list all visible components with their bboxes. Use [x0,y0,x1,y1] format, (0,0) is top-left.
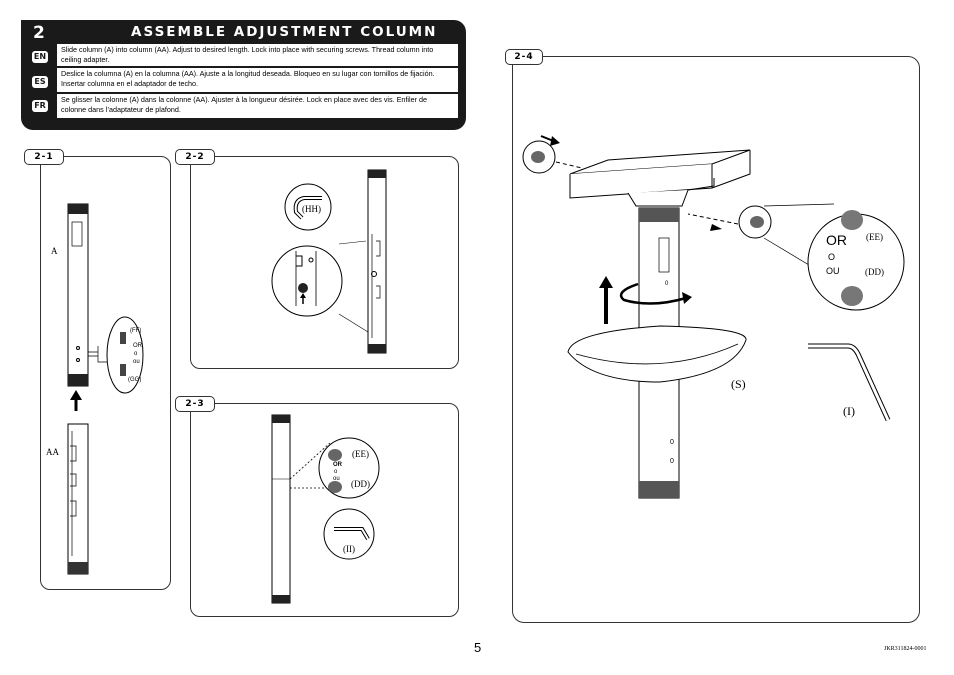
instruction-fr: Se glisser la colonne (A) dans la colonn… [57,94,458,118]
lang-badge-fr: FR [32,100,48,112]
column-a-aa-illustration [67,203,144,575]
label-or: OR [333,462,342,468]
step-title: ASSEMBLE ADJUSTMENT COLUMN [131,24,438,40]
label-ou: OU [826,266,840,276]
label-ee: (EE) [866,232,883,242]
label-ff: (FF) [130,328,142,334]
column-lock-illustration [271,169,387,354]
lang-badge-es: ES [32,76,48,88]
ceiling-adapter-illustration [522,135,905,499]
label-o: o [134,351,138,357]
label-i: (I) [843,404,855,418]
label-o: O [828,252,836,262]
label-o: o [334,469,338,475]
label-column-a: A [51,246,58,256]
label-ou: ou [333,476,340,482]
screws-wrench-illustration [271,414,380,604]
document-code: JKR311824-0001 [884,646,927,652]
label-hh: (HH) [302,204,321,214]
label-column-aa: AA [46,447,59,457]
step-number: 2 [33,23,45,43]
panel-2-3 [190,403,459,617]
label-ou: ou [133,359,140,365]
lang-badge-en: EN [32,51,48,63]
column-mark: 0 [670,439,674,446]
panel-2-3-tab: 2-3 [175,396,215,412]
step-header: 2 ASSEMBLE ADJUSTMENT COLUMN EN Slide co… [21,20,466,130]
panel-2-2-tab: 2-2 [175,149,215,165]
panel-2-1-tab: 2-1 [24,149,64,165]
instruction-en: Slide column (A) into column (AA). Adjus… [57,44,458,66]
page-number: 5 [474,640,482,655]
label-dd: (DD) [351,479,370,489]
label-s: (S) [731,377,746,391]
label-ee: (EE) [352,449,369,459]
instruction-es: Deslice la columna (A) en la columna (AA… [57,68,458,92]
label-dd: (DD) [865,267,884,277]
column-mark: 0 [670,458,674,465]
panel-2-1 [40,156,171,590]
label-or: OR [826,232,847,248]
panel-2-4-tab: 2-4 [505,49,543,65]
label-ii: (II) [343,544,355,554]
label-gg: (GG) [128,377,142,383]
label-or: OR [133,343,142,349]
column-mark: 0 [665,281,669,287]
